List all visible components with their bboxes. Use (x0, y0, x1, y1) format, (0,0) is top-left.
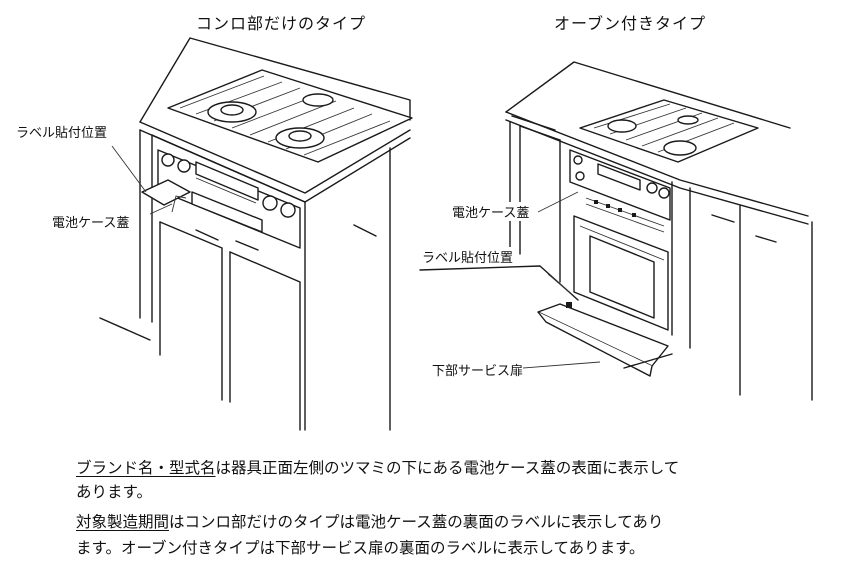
note-line-1: ブランド名・型式名は器具正面左側のツマミの下にある電池ケース蓋の表面に表示して (76, 456, 679, 480)
title-oven-type: オーブン付きタイプ (554, 14, 707, 33)
callout-left-label-position: ラベル貼付位置 (16, 122, 108, 141)
note-line-2: あります。 (76, 483, 152, 501)
note-line-3-text: はコンロ部だけのタイプは電池ケース蓋の裏面のラベルに表示してあり (169, 513, 664, 531)
note-line-4: ます。オーブン付きタイプは下部サービス扉の裏面のラベルに表示してあります。 (76, 539, 645, 557)
note-term-brand-model: ブランド名・型式名 (76, 459, 216, 477)
callout-right-battery-cover: 電池ケース蓋 (452, 202, 530, 221)
callout-right-label-position: ラベル貼付位置 (422, 247, 514, 266)
callout-left-battery-cover: 電池ケース蓋 (52, 212, 130, 231)
note-line-1-text: は器具正面左側のツマミの下にある電池ケース蓋の表面に表示して (215, 459, 680, 477)
note-term-production-period: 対象製造期間 (76, 513, 170, 531)
callout-service-door: 下部サービス扉 (432, 360, 524, 379)
note-line-3: 対象製造期間はコンロ部だけのタイプは電池ケース蓋の裏面のラベルに表示してあり (76, 510, 663, 534)
title-stove-only: コンロ部だけのタイプ (196, 14, 367, 33)
